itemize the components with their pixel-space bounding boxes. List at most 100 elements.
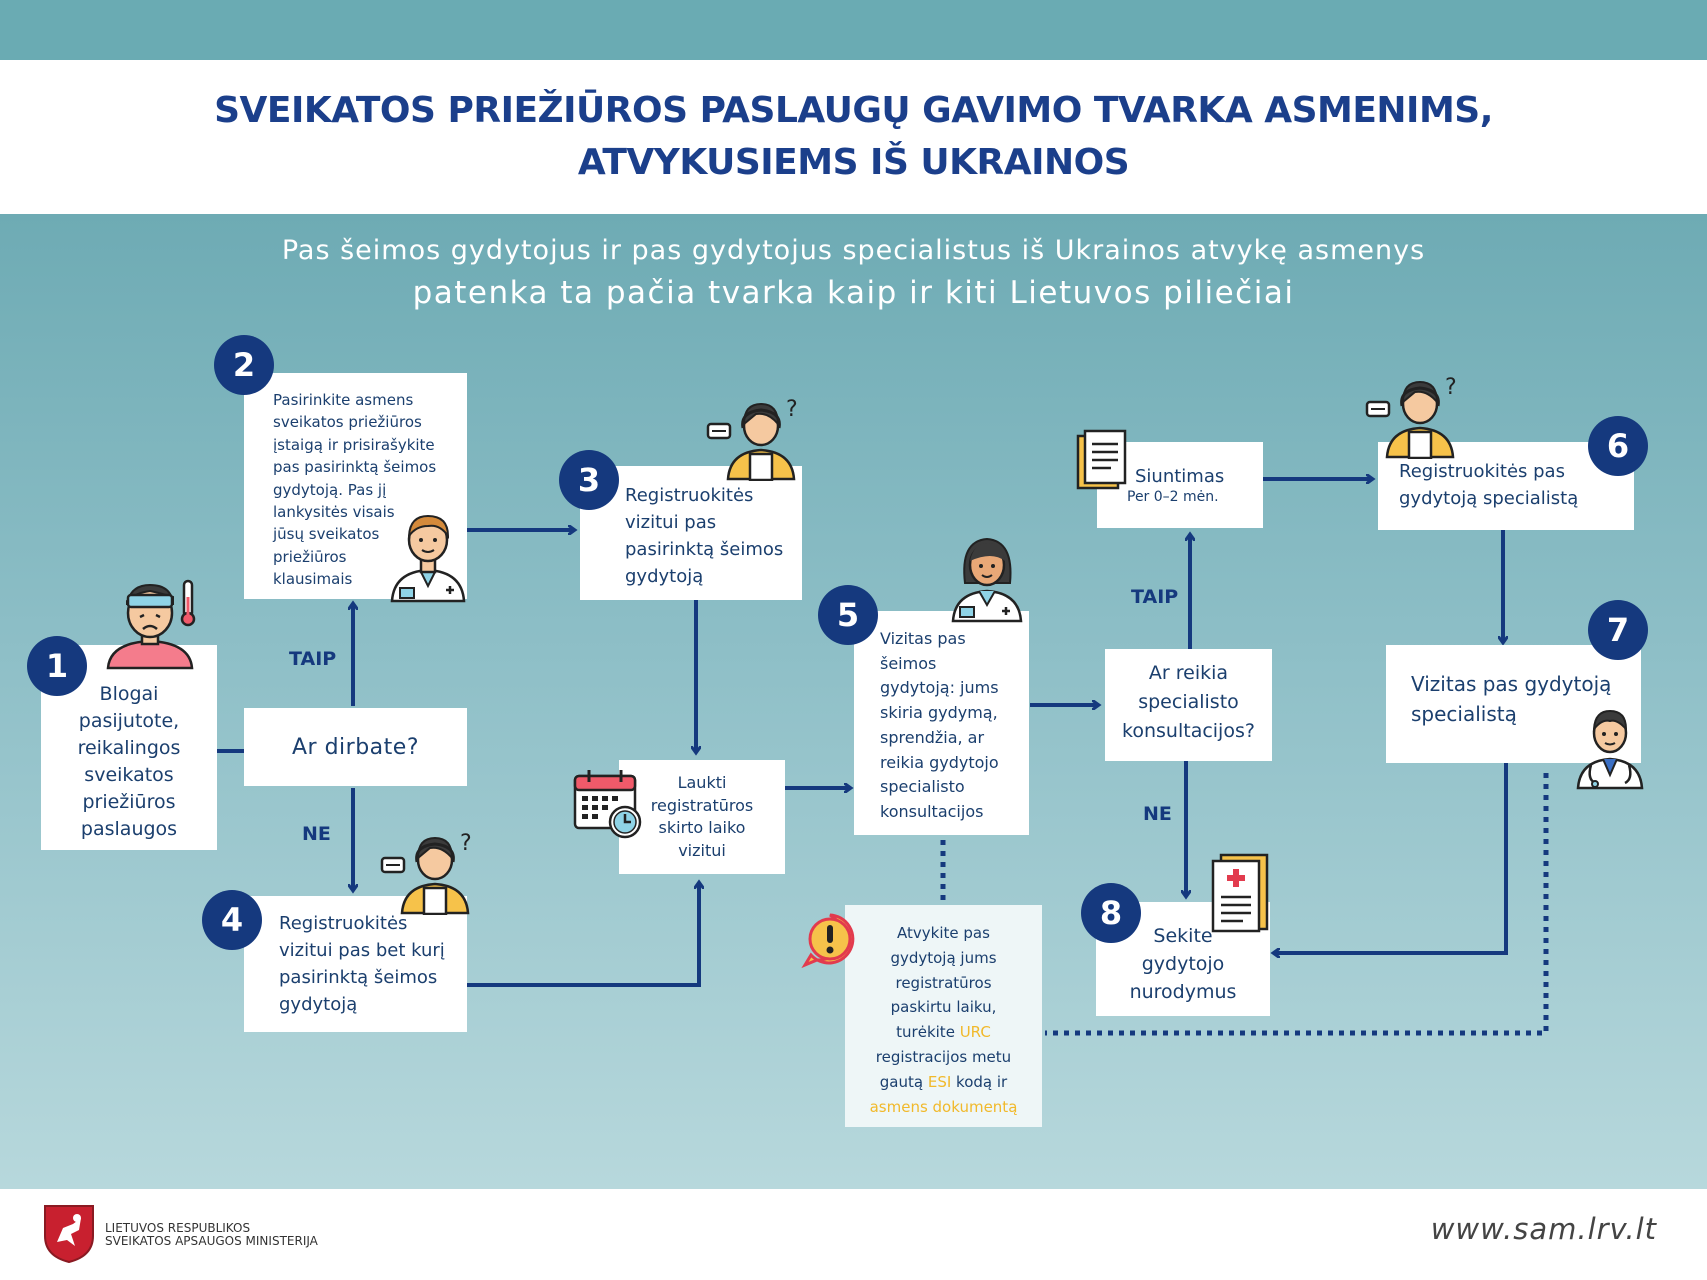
page-title-line1: SVEIKATOS PRIEŽIŪROS PASLAUGŲ GAVIMO TVA… [214,90,1493,131]
step-7-number: 7 [1588,600,1648,660]
step-2-line: klausimais [273,570,353,589]
note-line: Atvykite pas [897,924,990,942]
note-text: kodą ir [951,1072,1008,1091]
step-1-line: Blogai [99,683,159,705]
label-yes-specialist: TAIP [1131,586,1179,608]
step-5-line: konsultacijos [880,801,984,821]
dotted-7-to-note [1045,773,1549,1036]
question-specialist-line: specialisto [1138,691,1239,713]
step-1-line: pasijutote, [78,710,180,732]
note-highlight-urc: URC [959,1023,991,1042]
referral-title: Siuntimas [1135,466,1225,487]
question-specialist-line: Ar reikia [1148,662,1229,684]
ministry-line1: LIETUVOS RESPUBLIKOS [105,1221,251,1235]
step-4-line: Registruokitės [279,913,408,934]
step-5-line: gydytoją: jums [880,678,999,698]
step-1-line: priežiūros [82,791,176,813]
sick-person-icon [106,579,196,670]
step-2-box: Pasirinkite asmens sveikatos priežiūros … [244,373,467,599]
medical-record-icon [1211,853,1269,933]
step-3-line: Registruokitės [625,485,754,506]
top-bar [0,0,1707,60]
step-3-line: vizitui pas [625,512,717,533]
warning-icon [801,913,855,969]
step-4-box: Registruokitės vizitui pas bet kurį pasi… [244,896,467,1032]
step-7-box: Vizitas pas gydytoją specialistą [1386,645,1641,763]
note-line: gautą ESI kodą ir [845,1070,1042,1095]
step-5-line: skiria gydymą, [880,703,998,723]
question-specialist-box: Ar reikia specialisto konsultacijos? [1105,649,1272,761]
step-2-line: Pasirinkite asmens [273,391,414,409]
specialist-doctor-icon [1576,709,1644,790]
doctor-icon [390,514,466,603]
note-line: paskirtu laiku, [890,998,997,1017]
step-1-box: Blogai pasijutote, reikalingos sveikatos… [41,645,217,850]
subtitle: Pas šeimos gydytojus ir pas gydytojus sp… [0,230,1707,314]
svg-text:?: ? [786,397,798,422]
svg-text:?: ? [460,831,472,856]
note-line: turėkite URC [845,1020,1042,1045]
step-6-number: 6 [1588,416,1648,476]
step-5-line: sprendžia, ar [880,727,985,747]
step-1-number: 1 [27,636,87,696]
footer [0,1189,1707,1280]
wait-line: skirto laiko [658,818,746,837]
note-text: gautą [879,1072,928,1091]
step-5-line: specialisto [880,777,965,797]
step-4-line: gydytoją [279,994,358,1015]
step-2-line: jūsų sveikatos [273,525,380,544]
wait-line: vizitui [678,840,726,860]
note-highlight-esi: ESI [927,1072,952,1091]
ministry-line2: SVEIKATOS APSAUGOS MINISTERIJA [105,1234,318,1248]
step-2-line: lankysitės visais [273,503,395,522]
coat-of-arms-logo [44,1205,94,1264]
svg-text:?: ? [1445,375,1457,400]
wait-line: Laukti [677,773,727,792]
step-1-line: sveikatos [84,764,174,786]
step-7-line: Vizitas pas gydytoją [1411,672,1612,696]
step-5-line: reikia gydytojo [880,752,999,772]
referral-subtitle: Per 0–2 mėn. [1127,489,1219,505]
step-6-line: gydytoją specialistą [1399,488,1579,509]
note-line: registracijos metu [875,1047,1012,1066]
step-1-text: Blogai pasijutote, reikalingos sveikatos… [41,681,217,843]
step-3-number: 3 [559,450,619,510]
document-icon [1076,429,1127,490]
arrow-4-to-wait [467,883,699,987]
question-working-text: Ar dirbate? [292,734,419,760]
arrow-7-to-8 [1274,763,1508,953]
wait-line: registratūros [650,795,754,815]
step-2-line: įstaigą ir prisirašykite [273,435,435,454]
step-2-line: pas pasirinktą šeimos [273,458,437,477]
calendar-clock-icon [573,770,642,839]
note-line: gydytoją jums [890,948,997,967]
label-no-specialist: NE [1143,803,1172,825]
step-5-number: 5 [818,585,878,645]
step-4-number: 4 [202,890,262,950]
step-3-line: pasirinktą šeimos [625,539,784,560]
receptionist-icon: ? [1365,375,1457,459]
header: SVEIKATOS PRIEŽIŪROS PASLAUGŲ GAVIMO TVA… [0,60,1707,214]
step-5-line: Vizitas pas [880,629,966,648]
page-title-line2: ATVYKUSIEMS IŠ UKRAINOS [577,142,1130,183]
step-3-line: gydytoją [625,566,704,587]
step-8-line: nurodymus [1129,981,1237,1003]
label-no-working: NE [302,823,331,845]
subtitle-line2: patenka ta pačia tvarka kaip ir kiti Lie… [412,275,1295,311]
step-5-box: Vizitas pas šeimos gydytoją: jums skiria… [854,611,1029,835]
subtitle-line1: Pas šeimos gydytojus ir pas gydytojus sp… [281,235,1426,266]
step-5-line: šeimos [880,653,937,673]
step-2-number: 2 [214,335,274,395]
step-2-line: gydytoją. Pas jį [273,480,387,499]
website-url[interactable]: www.sam.lrv.lt [1430,1212,1657,1246]
question-specialist-line: konsultacijos? [1122,720,1255,742]
question-working-box: Ar dirbate? [244,708,467,786]
step-4-line: vizitui pas bet kurį [279,940,445,961]
ministry-name: LIETUVOS RESPUBLIKOS SVEIKATOS APSAUGOS … [105,1222,318,1248]
step-7-line: specialistą [1411,702,1517,726]
note-text: turėkite [896,1023,960,1042]
receptionist-icon: ? [380,831,472,915]
female-doctor-icon [951,537,1023,623]
step-8-number: 8 [1081,883,1141,943]
note-box: Atvykite pas gydytoją jums registratūros… [845,905,1042,1127]
